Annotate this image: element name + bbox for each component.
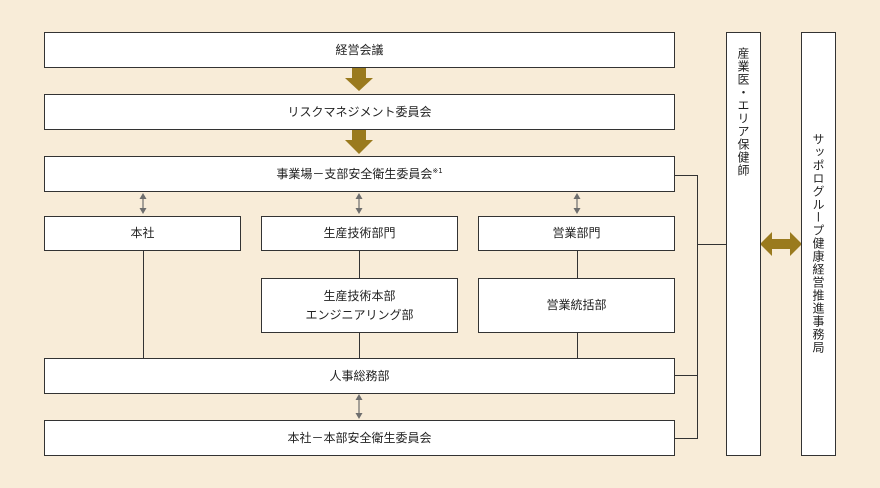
connector-line [359,250,360,278]
hr-general-affairs-box: 人事総務部 [44,358,675,394]
site-committee-note: ※1 [432,166,443,175]
production-engineering-line2: エンジニアリング部 [305,307,414,322]
production-dept-label: 生産技術部門 [323,226,396,241]
connector-line [674,175,698,176]
production-engineering-line1: 生産技術本部 [323,288,396,303]
down-arrow-icon [345,130,373,154]
bidirectional-small-arrow-icon [139,193,147,214]
head-office-label: 本社 [130,226,155,241]
production-dept-box: 生産技術部門 [261,216,458,251]
health-office-label: サッポログループ健康経営推進事務局 [811,133,825,354]
site-committee-text: 事業場－支部安全衛生委員会 [276,166,433,181]
connector-line [697,244,727,245]
site-committee-box: 事業場－支部安全衛生委員会※1 [44,156,675,192]
head-office-box: 本社 [44,216,241,251]
risk-committee-label: リスクマネジメント委員会 [287,104,432,119]
management-meeting-box: 経営会議 [44,32,675,68]
connector-line [577,332,578,358]
bidirectional-small-arrow-icon [355,394,363,419]
production-engineering-label: 生産技術本部 エンジニアリング部 [305,287,413,324]
health-office-box: サッポログループ健康経営推進事務局 [801,32,836,456]
sales-dept-box: 営業部門 [478,216,675,251]
connector-line [143,250,144,358]
management-meeting-label: 経営会議 [335,42,384,57]
connector-line [577,250,578,278]
connector-line [697,175,698,439]
connector-line [674,375,698,376]
bidirectional-small-arrow-icon [355,193,363,214]
risk-committee-box: リスクマネジメント委員会 [44,94,675,130]
sales-general-box: 営業統括部 [478,278,675,333]
hr-general-affairs-label: 人事総務部 [329,368,390,383]
hq-committee-label: 本社－本部安全衛生委員会 [287,430,432,445]
sales-general-label: 営業統括部 [546,298,607,313]
hq-committee-box: 本社－本部安全衛生委員会 [44,420,675,456]
bidirectional-arrow-icon [760,232,802,256]
site-committee-label: 事業場－支部安全衛生委員会※1 [276,165,442,184]
bidirectional-small-arrow-icon [573,193,581,214]
production-engineering-box: 生産技術本部 エンジニアリング部 [261,278,458,333]
sales-dept-label: 営業部門 [552,226,601,241]
occupational-doctors-box: 産業医・エリア保健師 [726,32,761,456]
connector-line [359,332,360,358]
down-arrow-icon [345,68,373,91]
occupational-doctors-label: 産業医・エリア保健師 [736,47,750,177]
connector-line [674,438,698,439]
